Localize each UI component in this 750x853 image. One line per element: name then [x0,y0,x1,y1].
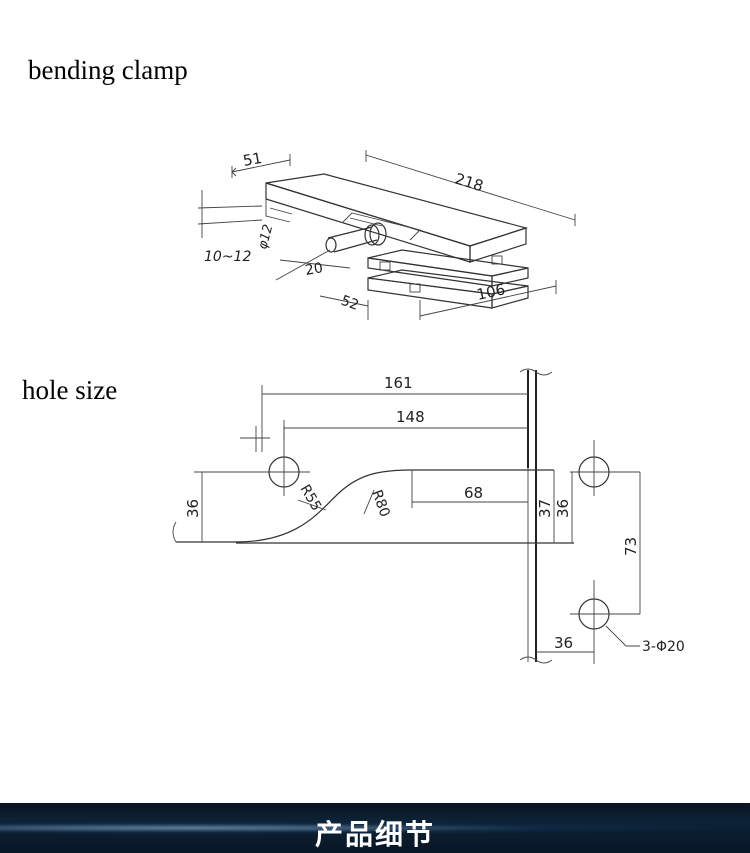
clamp-slot [265,199,421,241]
dim-161-label: 161 [384,374,413,392]
dim-36-mid-label: 36 [554,499,572,518]
hole-size-title: hole size [22,375,118,405]
hole-right-top [570,440,640,496]
dim-pin-label: φ12 [255,223,276,251]
footer-banner: 产品细节 [0,803,750,853]
dim-base-width-label: 52 [339,293,361,314]
dim-r80-label: R80 [368,488,392,519]
clamp-dimension-lines [197,150,576,320]
footer-label: 产品细节 [314,818,435,851]
bending-clamp-title: bending clamp [28,55,188,85]
dim-base-length-label: 106 [475,280,507,304]
hole-callout-label: 3-Φ20 [642,639,685,655]
hole-right-bottom [570,580,640,664]
dim-pin-length-label: 20 [304,260,324,279]
cut-profile [172,469,574,544]
dim-r55-label: R55 [297,482,325,514]
footer-glow [0,821,750,835]
clamp-top-plate [265,173,529,263]
hole-dimension-lines [194,385,641,653]
dim-36-bottom-label: 36 [554,634,573,652]
dim-36-left-label: 36 [184,499,202,518]
clamp-pin [325,222,387,253]
dim-37-label: 37 [536,499,554,518]
glass-edge [519,368,553,664]
dim-width-label: 51 [242,149,264,170]
clamp-bottom-plates [367,249,529,309]
dim-148-label: 148 [396,408,425,426]
dim-glass-label: 10~12 [204,249,251,265]
dim-73-label: 73 [622,537,640,556]
dim-68-label: 68 [464,484,483,502]
